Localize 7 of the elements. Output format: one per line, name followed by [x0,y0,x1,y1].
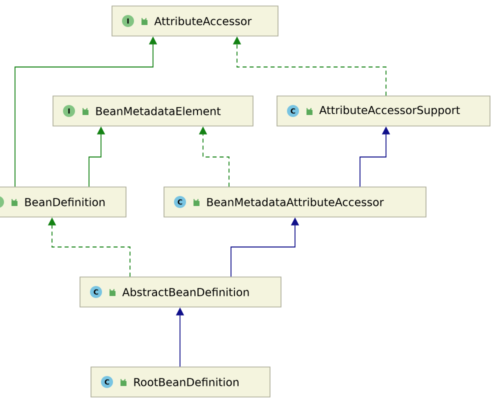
class-name: BeanMetadataAttributeAccessor [207,198,384,206]
class-name: BeanDefinition [25,198,105,206]
class-name: RootBeanDefinition [134,378,238,386]
class-name: AttributeAccessorSupport [319,106,460,116]
class-name: AttributeAccessor [154,16,252,26]
class-name: BeanMetadataElement [96,106,221,116]
class-name: AbstractBeanDefinition [122,288,249,296]
